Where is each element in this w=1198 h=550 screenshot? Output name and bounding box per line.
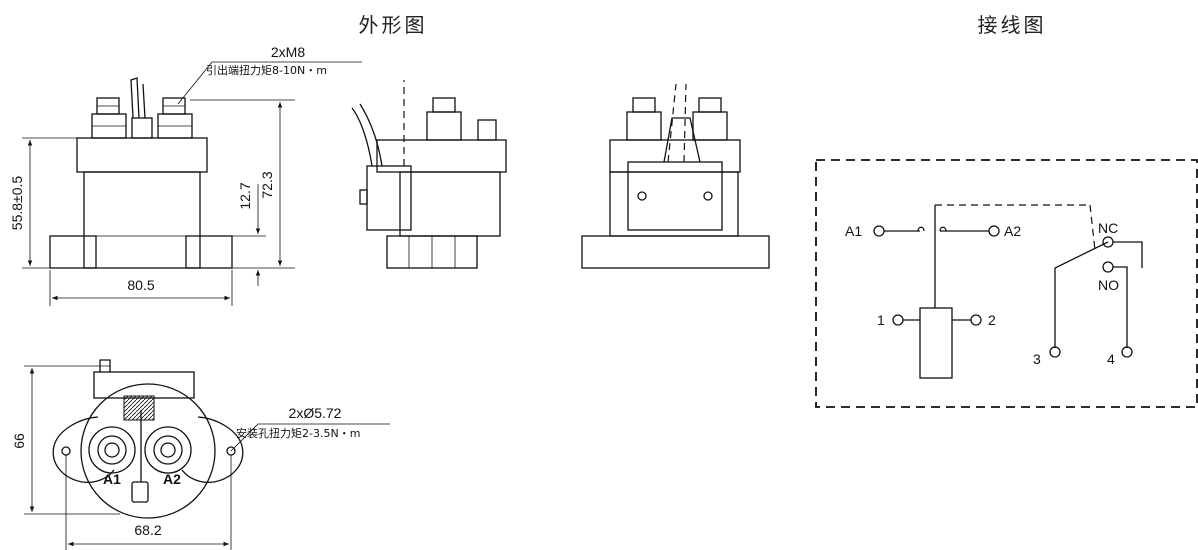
nc-label: NC bbox=[1098, 220, 1118, 236]
aux-3-terminal bbox=[1049, 346, 1061, 358]
wiring-title: 接线图 bbox=[978, 13, 1047, 37]
rear-view bbox=[581, 83, 770, 269]
aux-4-terminal bbox=[1121, 346, 1133, 358]
dim-bottom-height: 66 bbox=[11, 433, 27, 449]
no-label: NO bbox=[1098, 277, 1119, 293]
dim-hole-spacing: 68.2 bbox=[134, 522, 161, 538]
bottom-view: A1 A2 66 68.2 2xØ5.72 安装孔扭力矩2-3.5N・m bbox=[11, 359, 390, 550]
wiring-diagram: A1 A2 1 2 NC NO 3 4 bbox=[815, 159, 1198, 408]
no-contact bbox=[1102, 261, 1114, 273]
terminal-torque-note: 引出端扭力矩8-10N・m bbox=[206, 63, 327, 77]
hole-label: 2xØ5.72 bbox=[289, 405, 342, 421]
mount-hole-left bbox=[61, 446, 71, 456]
mount-torque-note: 安装孔扭力矩2-3.5N・m bbox=[236, 426, 360, 440]
terminal-a1-label: A1 bbox=[103, 471, 121, 487]
coil-2-terminal bbox=[970, 314, 982, 326]
dim-body-height: 55.8±0.5 bbox=[9, 176, 25, 231]
a2-terminal bbox=[988, 225, 1000, 237]
aux-4-label: 4 bbox=[1107, 351, 1115, 367]
coil-2-label: 2 bbox=[988, 312, 996, 328]
terminal-a2-label: A2 bbox=[163, 471, 181, 487]
dim-flange-height: 12.7 bbox=[237, 182, 253, 209]
outline-title: 外形图 bbox=[359, 13, 428, 37]
coil-1-label: 1 bbox=[877, 312, 885, 328]
wiring-a1-label: A1 bbox=[845, 223, 862, 239]
aux-3-label: 3 bbox=[1033, 351, 1041, 367]
front-view: 55.8±0.5 72.3 12.7 80.5 2xM8 引出端扭力矩8-10N… bbox=[9, 44, 362, 306]
wiring-frame bbox=[815, 159, 1198, 408]
a1-terminal bbox=[873, 225, 885, 237]
side-view bbox=[351, 80, 507, 269]
coil-1-terminal bbox=[892, 314, 904, 326]
dim-total-height: 72.3 bbox=[259, 171, 275, 198]
thread-label: 2xM8 bbox=[271, 44, 305, 60]
coil bbox=[919, 307, 953, 379]
wiring-a2-label: A2 bbox=[1004, 223, 1021, 239]
dim-width: 80.5 bbox=[127, 277, 154, 293]
